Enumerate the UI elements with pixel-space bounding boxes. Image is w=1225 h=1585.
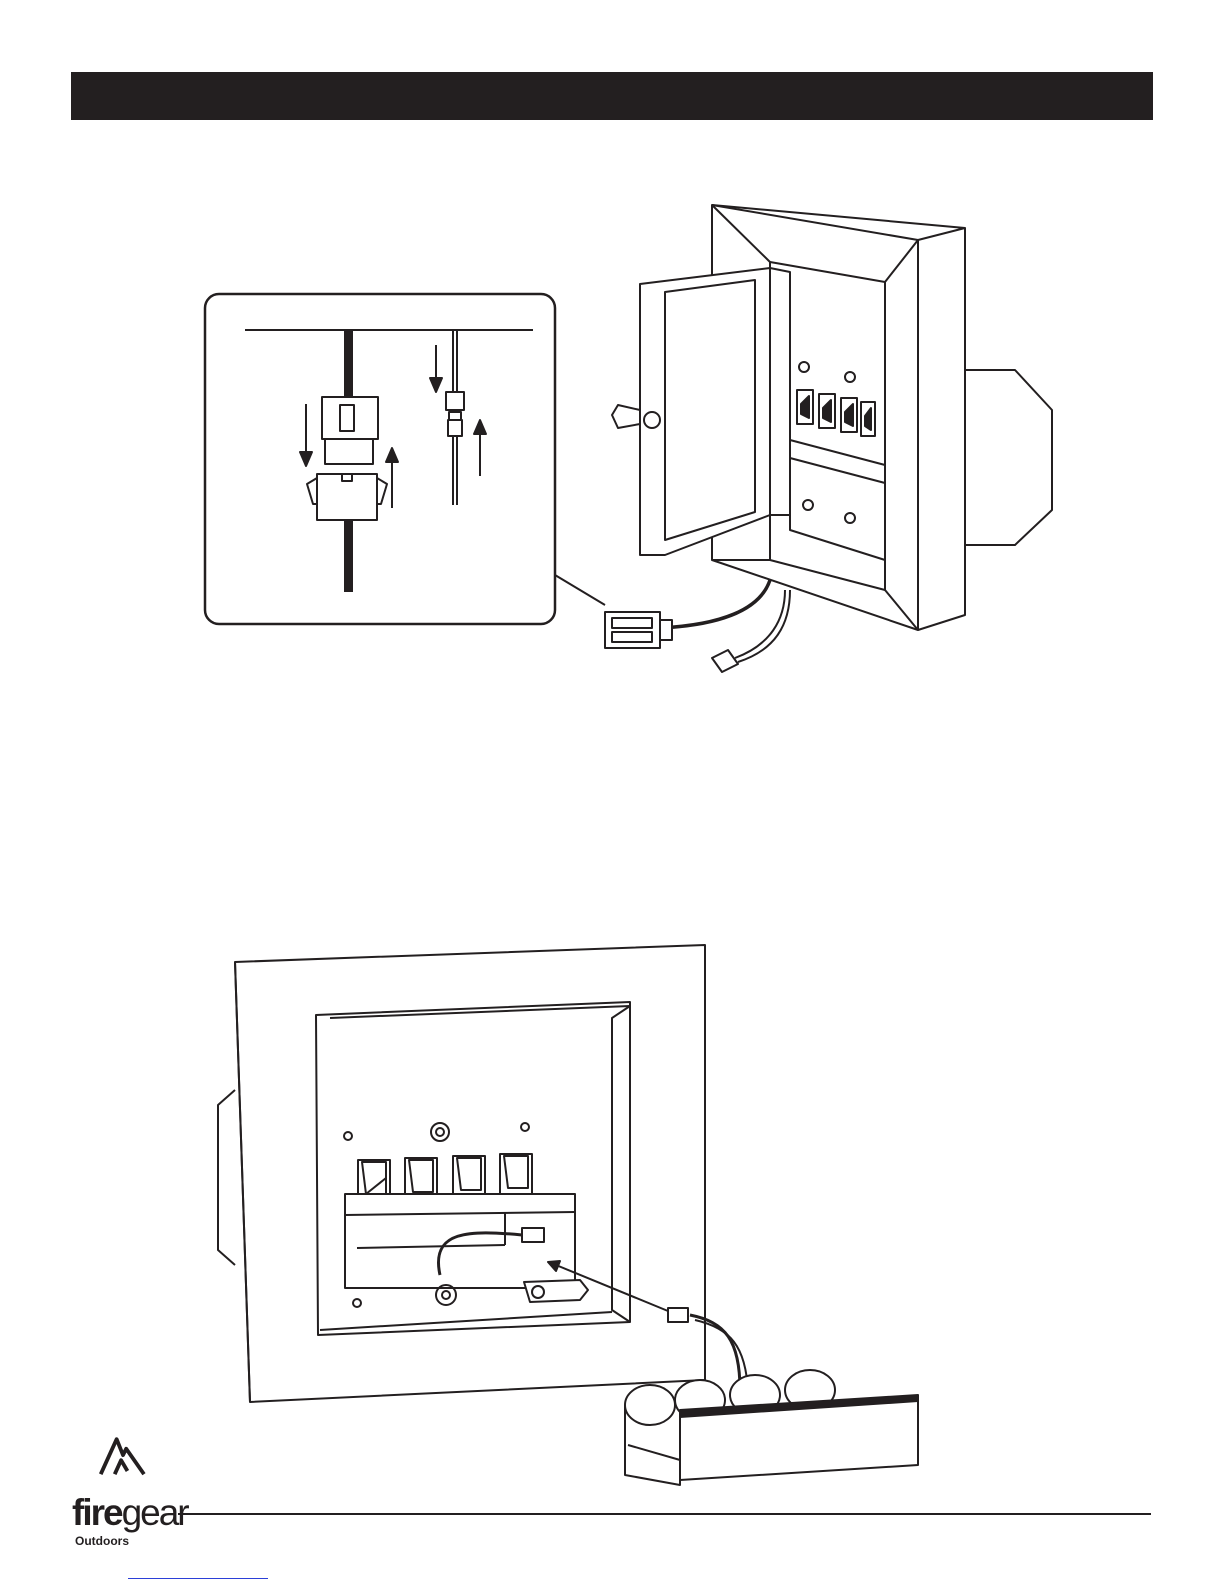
figure-bottom-illustration [0,930,1225,1490]
control-box-angled [605,205,1052,672]
figure-top-illustration [0,0,1225,720]
connector-detail-inset [205,294,605,624]
logo-wordmark: firegear [72,1494,188,1531]
logo-subtitle: Outdoors [75,1534,129,1548]
control-panel-front [218,945,705,1402]
footer-rule [178,1513,1151,1515]
bottom-link-underline [128,1578,268,1579]
